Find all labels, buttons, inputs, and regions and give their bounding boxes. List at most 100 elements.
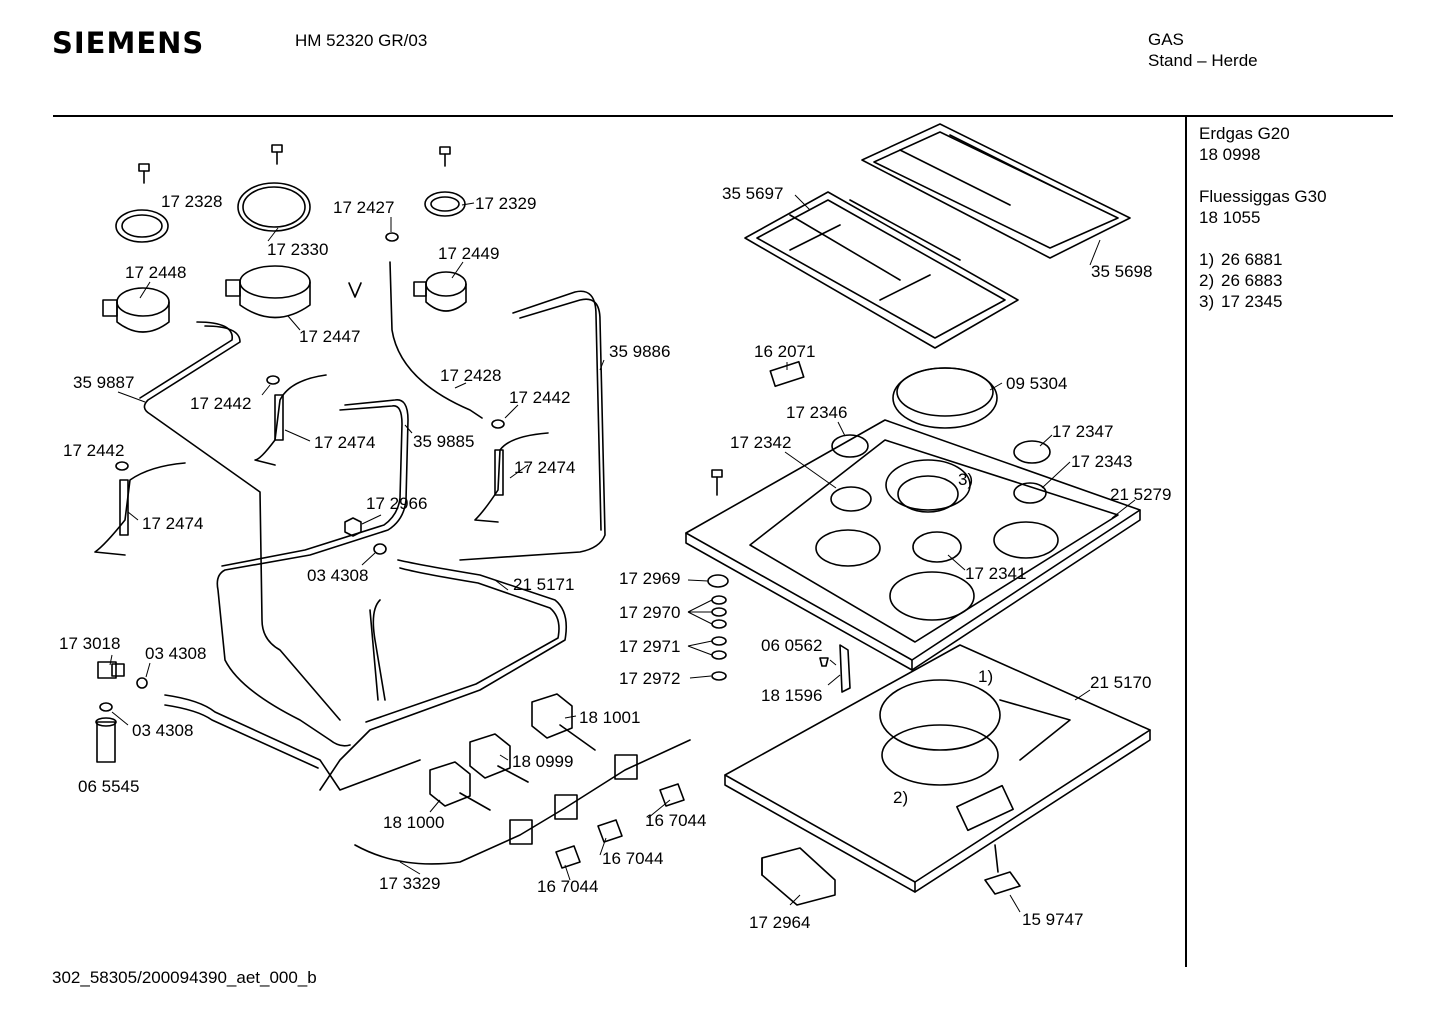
sidebar-divider [1185,117,1187,967]
washer-icon [373,543,387,555]
gas-valve-icon [429,761,491,811]
spark-plug-icon [659,783,685,807]
header-divider [53,115,1393,117]
gas-valve-icon [531,693,596,751]
washer-icon [711,619,727,629]
part-label: 21 5171 [513,575,574,594]
part-label: 16 2071 [754,342,815,361]
part-label: 17 2442 [509,388,570,407]
gas1-name: Erdgas G20 [1199,124,1290,143]
spark-plug-icon [597,819,623,843]
part-label: 03 4308 [145,644,206,663]
part-label: 35 5697 [722,184,783,203]
model-number: HM 52320 GR/03 [295,31,428,50]
washer-icon [711,671,727,681]
brand-logo: SIEMENS [52,26,205,60]
gas-pipe-359886 [459,298,606,561]
part-label: 17 2972 [619,669,680,688]
part-label: 16 7044 [537,877,598,896]
burner-housing-icon [413,271,467,312]
part-label: 09 5304 [1006,374,1067,393]
part-label: 17 2343 [1071,452,1132,471]
gas-pipe-359887 [143,325,341,721]
part-label: 17 2969 [619,569,680,588]
washer-icon [491,419,505,429]
washer-icon [707,574,729,588]
hob-top-215279 [685,419,1141,671]
part-label: 17 2341 [965,564,1026,583]
pan-support-icon [744,191,1019,349]
thermocouple-icon [474,432,549,523]
gas-valve-icon [469,733,529,783]
spark-plug-icon [555,845,581,869]
clip-icon [554,794,578,820]
washer-icon [711,595,727,605]
gasket-ring-icon [424,191,466,217]
part-label: 17 2966 [366,494,427,513]
clip-icon [509,819,533,845]
washer-icon [711,650,727,660]
part-label: 06 5545 [78,777,139,796]
gas-pipe-215171 [319,559,568,791]
screw-icon [819,657,829,667]
ignition-cable-173329 [354,739,691,865]
gas-pipe-359885 [216,399,409,747]
document-id: 302_58305/200094390_aet_000_b [52,968,317,987]
part-label: 17 2427 [333,198,394,217]
burner-housing-icon [225,265,311,319]
burner-housing-icon [102,287,170,333]
part-label: 17 3018 [59,634,120,653]
part-label: 17 2474 [514,458,575,477]
part-label: 17 2347 [1052,422,1113,441]
part-label: 15 9747 [1022,910,1083,929]
thermocouple-icon [94,462,186,556]
part-label: 17 2971 [619,637,680,656]
note-number: 1) [1199,250,1215,269]
part-label: 17 2442 [190,394,251,413]
washer-icon [266,375,280,385]
part-label: 17 2442 [63,441,124,460]
category-label: GAS [1148,30,1184,49]
part-label: 17 3329 [379,874,440,893]
screw-icon [271,144,283,165]
part-label: 35 5698 [1091,262,1152,281]
part-label: 18 0999 [512,752,573,771]
part-label: 1) [978,667,993,686]
part-label: 03 4308 [307,566,368,585]
part-label: 17 2346 [786,403,847,422]
connector-icon [95,717,117,763]
note-row: 2)26 6883 [1199,271,1282,291]
part-label: 17 2447 [299,327,360,346]
washer-icon [711,607,727,617]
washer-icon [385,232,399,242]
burner-cap-icon [892,367,998,429]
nut-icon [344,517,362,537]
part-label: 18 1001 [579,708,640,727]
burner-cap-icon [1013,440,1051,464]
part-label: 16 7044 [602,849,663,868]
part-label: 03 4308 [132,721,193,740]
part-label: 35 9885 [413,432,474,451]
part-label: 17 2328 [161,192,222,211]
part-label: 17 2474 [314,433,375,452]
part-label: 17 2449 [438,244,499,263]
part-label: 2) [893,788,908,807]
elbow-connector-icon [97,661,125,679]
ignition-wire-172428 [389,261,483,419]
part-label: 17 2448 [125,263,186,282]
part-label: 17 2970 [619,603,680,622]
switch-159747-icon [984,844,1021,895]
thermocouple-icon [254,374,327,466]
subcategory-label: Stand – Herde [1148,51,1258,70]
part-label: 18 1000 [383,813,444,832]
gasket-ring-icon [115,209,169,243]
clip-icon [348,282,362,298]
switch-162071 [769,360,805,388]
part-label: 21 5170 [1090,673,1151,692]
part-label: 06 0562 [761,636,822,655]
part-label: 21 5279 [1110,485,1171,504]
screw-icon [138,163,150,184]
note-row: 1)26 6881 [1199,250,1282,270]
part-label: 18 1596 [761,686,822,705]
note-number: 3) [1199,292,1215,311]
